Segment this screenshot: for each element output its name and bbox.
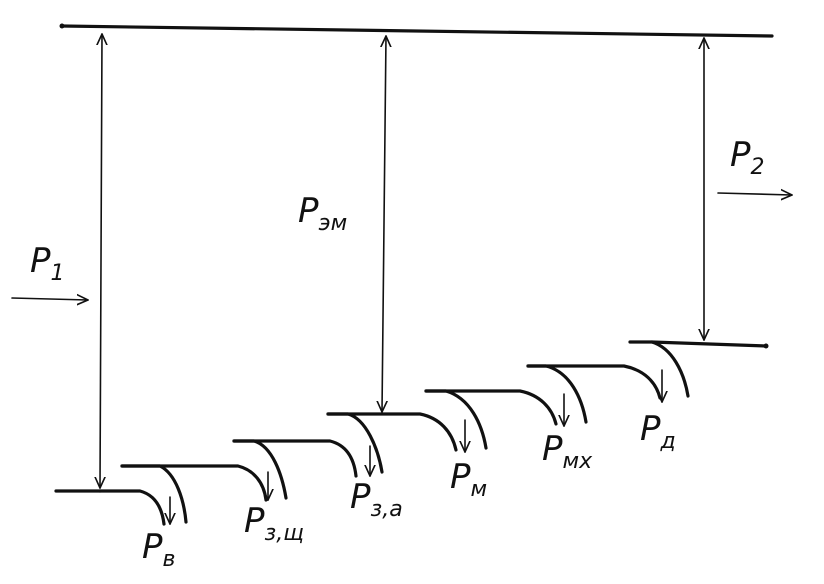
label-pd: Pд <box>640 409 676 454</box>
loss-step-pmh <box>424 364 588 427</box>
label-p2: P2 <box>730 135 765 180</box>
label-p1: P1 <box>30 241 65 286</box>
loss-step-pd <box>526 340 690 403</box>
pem-span-arrow <box>382 35 386 413</box>
loss-step-pm <box>326 389 488 453</box>
p1-span-arrow <box>100 33 102 489</box>
loss-step-pzsch <box>120 439 288 502</box>
loss-step-pza <box>232 412 384 478</box>
label-pza: Pз,а <box>350 477 403 522</box>
input-arrow <box>11 298 89 300</box>
loss-step-pv <box>98 464 188 526</box>
input-power-line <box>60 24 774 38</box>
label-pv: Pв <box>142 527 175 572</box>
label-pzsch: Pз,щ <box>244 501 304 546</box>
output-line-end-dot <box>763 343 769 349</box>
label-pem: Pэм <box>298 191 347 236</box>
output-power-line <box>650 340 768 348</box>
label-pm: Pм <box>450 457 487 502</box>
output-arrow <box>717 193 793 195</box>
input-line-start-dot <box>59 23 65 29</box>
label-pmh: Pмх <box>542 429 593 474</box>
